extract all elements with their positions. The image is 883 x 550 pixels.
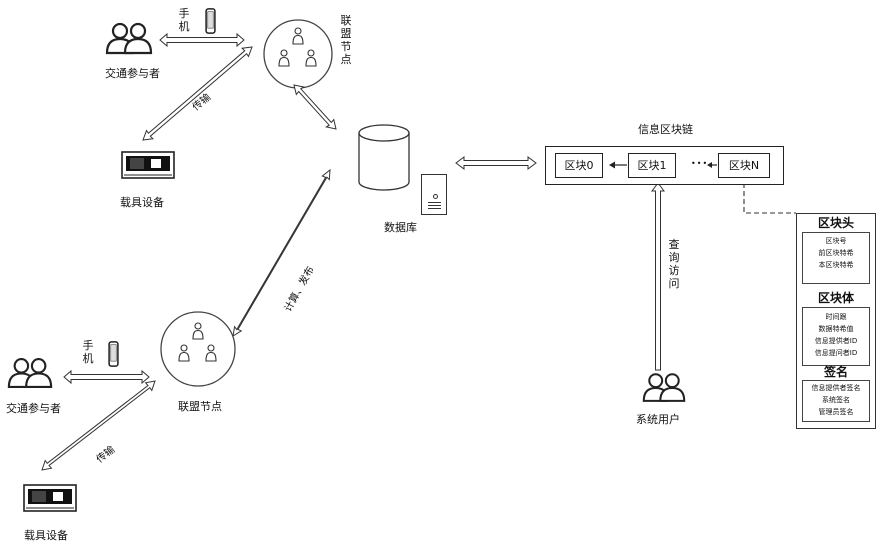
- query-access-arrow: [652, 183, 664, 370]
- signature-item: 系统签名: [803, 394, 869, 406]
- phone-icon: [206, 9, 215, 33]
- participant-label-top: 交通参与者: [105, 66, 165, 81]
- header-item: 本区块特希: [803, 259, 869, 271]
- participant-label-bottom: 交通参与者: [6, 401, 66, 416]
- compute-publish-arrow: [233, 170, 330, 336]
- body-item: 信息提供者ID: [803, 335, 869, 347]
- block-body-title: 区块体: [797, 291, 875, 305]
- database-label: 数据库: [384, 221, 417, 234]
- block-header-section: 区块号 前区块特希 本区块特希: [802, 232, 870, 284]
- phone-icon: [109, 342, 118, 366]
- phone-label-top: 手机: [178, 7, 190, 33]
- block-detail: 区块头 区块号 前区块特希 本区块特希 区块体 时间跟 数据特希值 信息提供者I…: [796, 213, 876, 429]
- phone-to-node-arrow: [64, 371, 149, 383]
- alliance-node-bottom: [161, 312, 235, 386]
- signature-section: 信息提供者签名 系统签名 管理员签名: [802, 380, 870, 422]
- database-to-chain-arrow: [456, 157, 536, 169]
- server-icon: [421, 174, 447, 215]
- block-body-section: 时间跟 数据特希值 信息提供者ID 信息提问者ID: [802, 307, 870, 366]
- query-access-label: 查询访问: [668, 238, 680, 290]
- header-item: 区块号: [803, 235, 869, 247]
- alliance-node-top: [264, 20, 332, 88]
- block-header-title: 区块头: [797, 216, 875, 230]
- info-blockchain: 区块0 区块1 ••• 区块N: [545, 146, 784, 185]
- signature-item: 管理员签名: [803, 406, 869, 418]
- database-icon: [359, 125, 409, 190]
- node-label-top: 联盟节点: [340, 14, 352, 66]
- transfer-arrow-top: [143, 47, 252, 140]
- vehicle-label-bottom: 载具设备: [24, 529, 68, 542]
- node-label-bottom: 联盟节点: [178, 400, 222, 413]
- signature-title: 签名: [797, 365, 875, 379]
- system-user-icon: [644, 374, 684, 401]
- phone-label-bottom: 手机: [82, 339, 94, 365]
- traffic-participant-icon: [107, 24, 151, 53]
- phone-to-node-arrow: [160, 34, 244, 46]
- body-item: 时间跟: [803, 311, 869, 323]
- system-user-label: 系统用户: [636, 413, 680, 426]
- header-item: 前区块特希: [803, 247, 869, 259]
- traffic-participant-icon: [9, 359, 51, 387]
- chain-title: 信息区块链: [638, 123, 693, 136]
- vehicle-device-icon: [24, 485, 76, 511]
- vehicle-label-top: 载具设备: [120, 196, 164, 209]
- body-item: 数据特希值: [803, 323, 869, 335]
- node-to-database-arrow-top: [294, 85, 336, 129]
- body-item: 信息提问者ID: [803, 347, 869, 359]
- vehicle-device-icon: [122, 152, 174, 178]
- block-detail-connector: [744, 183, 796, 213]
- signature-item: 信息提供者签名: [803, 382, 869, 394]
- block-links: [546, 147, 783, 184]
